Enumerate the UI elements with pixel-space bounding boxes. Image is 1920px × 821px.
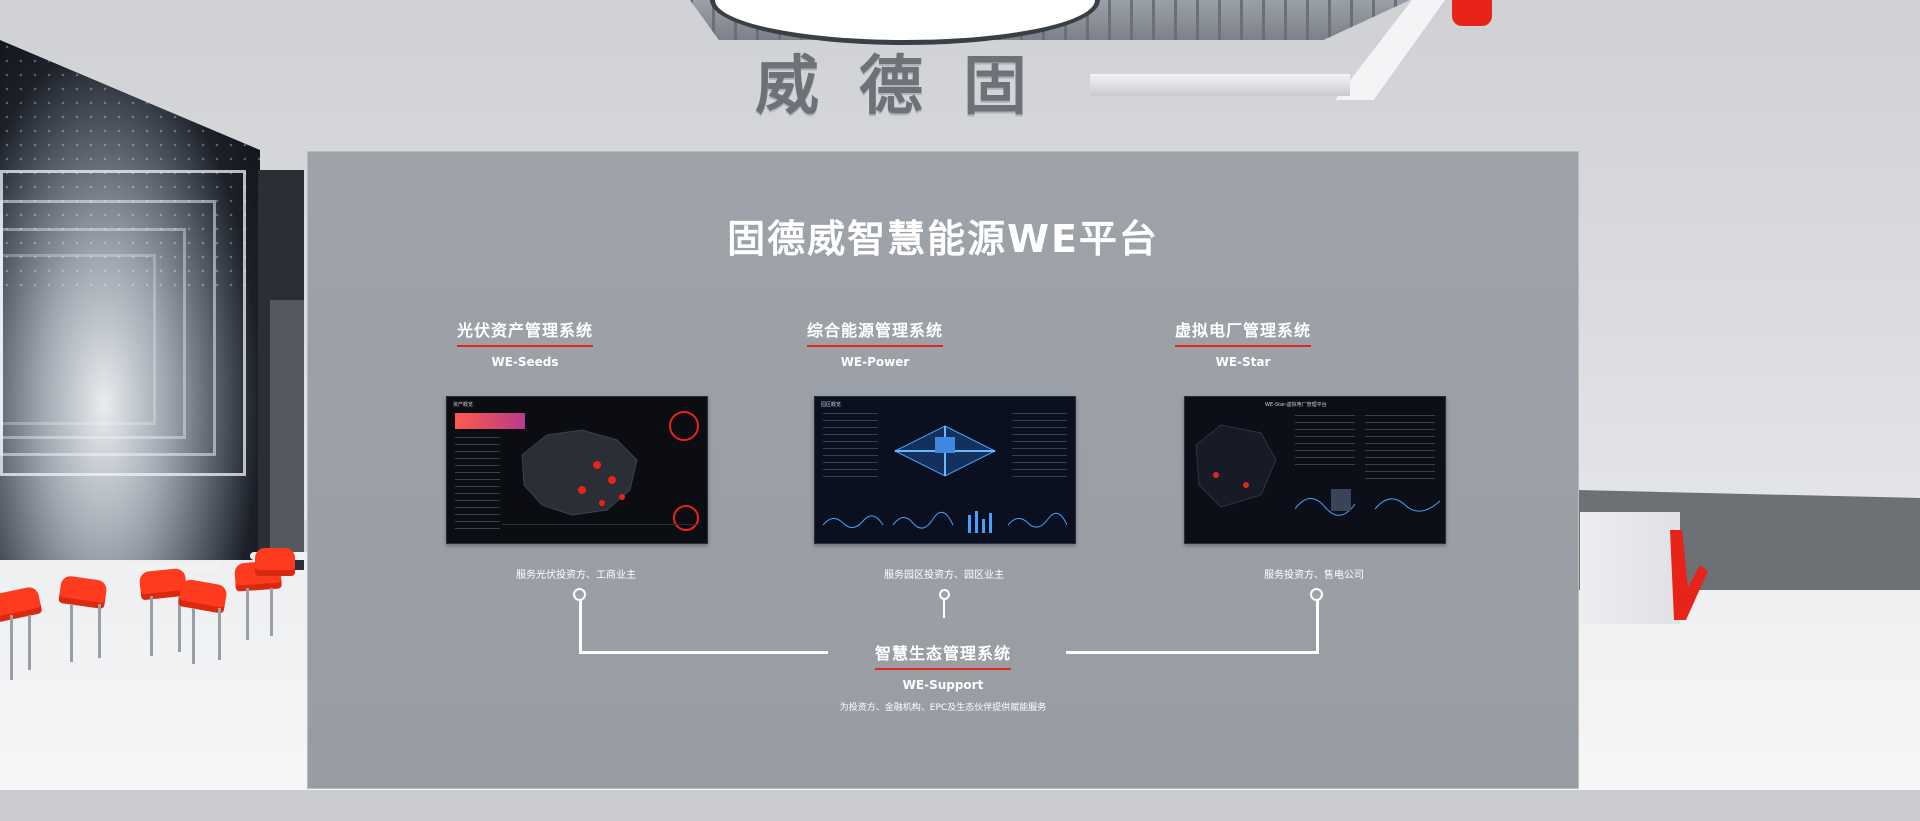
system-description: 服务投资方、售电公司	[1264, 570, 1364, 581]
system-en-name: WE-Power	[840, 355, 910, 369]
brand-logo-icon	[1670, 530, 1708, 620]
chair-leg	[178, 596, 181, 652]
brand-char: 固	[963, 50, 1029, 124]
screen-header: 资产概览	[453, 402, 474, 408]
city-map-icon	[1195, 424, 1277, 508]
screen-list	[1295, 415, 1355, 465]
system-en-name: WE-Seeds	[491, 355, 559, 369]
chair-leg	[98, 604, 101, 658]
system-title: 虚拟电厂管理系统	[1174, 317, 1311, 347]
system-title: 光伏资产管理系统	[456, 317, 593, 347]
connector-line	[1066, 651, 1319, 654]
screen-we-power: 园区概览	[814, 396, 1076, 544]
chair-leg	[270, 588, 273, 636]
led-frame-2	[0, 200, 216, 456]
chair-leg	[28, 615, 31, 670]
cafe-table	[130, 563, 220, 571]
screen-footer-stats	[502, 524, 699, 537]
system-en-name: WE-Support	[902, 678, 984, 692]
screen-gauge-icon	[673, 505, 699, 531]
screen-list	[1365, 415, 1435, 485]
china-map-icon	[521, 429, 638, 516]
screen-list	[455, 437, 500, 533]
red-ceiling-cap	[1452, 0, 1492, 26]
connector-line	[1316, 599, 1319, 653]
connector-line	[579, 599, 582, 653]
screen-list	[823, 413, 878, 483]
system-we-support: 智慧生态管理系统 WE-Support 为投资方、金融机构、EPC及生态伙伴提供…	[783, 640, 1103, 713]
system-title: 智慧生态管理系统	[874, 640, 1011, 670]
screen-wave-charts	[823, 511, 1067, 533]
system-we-power: 综合能源管理系统 WE-Power	[745, 317, 1005, 369]
system-description: 服务园区投资方、园区业主	[884, 570, 1004, 581]
led-frame-4	[0, 254, 156, 425]
brand-char: 威	[755, 50, 821, 124]
system-description: 服务光伏投资方、工商业主	[516, 570, 636, 581]
brand-sign: 威 德 固	[755, 46, 1029, 124]
system-we-star: 虚拟电厂管理系统 WE-Star	[1113, 317, 1373, 369]
system-title: 综合能源管理系统	[806, 317, 943, 347]
park-3d-icon	[893, 425, 997, 477]
screen-line-charts	[1295, 489, 1440, 516]
platform-display-panel: 固德威智慧能源WE平台 光伏资产管理系统 WE-Seeds 资产概览 服务光伏投…	[308, 152, 1578, 788]
chair-leg	[70, 604, 73, 662]
screen-list	[1012, 413, 1067, 483]
brand-char: 德	[859, 50, 925, 124]
connector-line	[579, 651, 828, 654]
screen-we-seeds: 资产概览	[446, 396, 708, 544]
screen-we-star: WE-Star-虚拟电厂管理平台	[1184, 396, 1446, 544]
screen-kpi-card	[455, 413, 525, 429]
chair-leg	[218, 608, 221, 660]
system-en-name: WE-Star	[1215, 355, 1271, 369]
left-pillar-inner	[270, 300, 304, 560]
screen-header: WE-Star-虚拟电厂管理平台	[1265, 402, 1327, 408]
reception-counter	[1580, 512, 1680, 624]
panel-title: 固德威智慧能源WE平台	[727, 217, 1159, 261]
connector-line	[943, 598, 945, 618]
red-chair	[255, 548, 295, 576]
screen-gauge-icon	[669, 411, 699, 441]
led-frame-3	[0, 228, 186, 439]
chair-leg	[192, 608, 195, 664]
screen-header: 园区概览	[821, 402, 842, 408]
system-description: 为投资方、金融机构、EPC及生态伙伴提供赋能服务	[839, 703, 1047, 713]
chair-leg	[150, 596, 153, 656]
chair-leg	[10, 615, 13, 680]
system-we-seeds: 光伏资产管理系统 WE-Seeds	[395, 317, 655, 369]
floor-edge	[0, 790, 1920, 821]
chair-leg	[246, 588, 249, 640]
sign-light-bar	[1090, 74, 1350, 96]
